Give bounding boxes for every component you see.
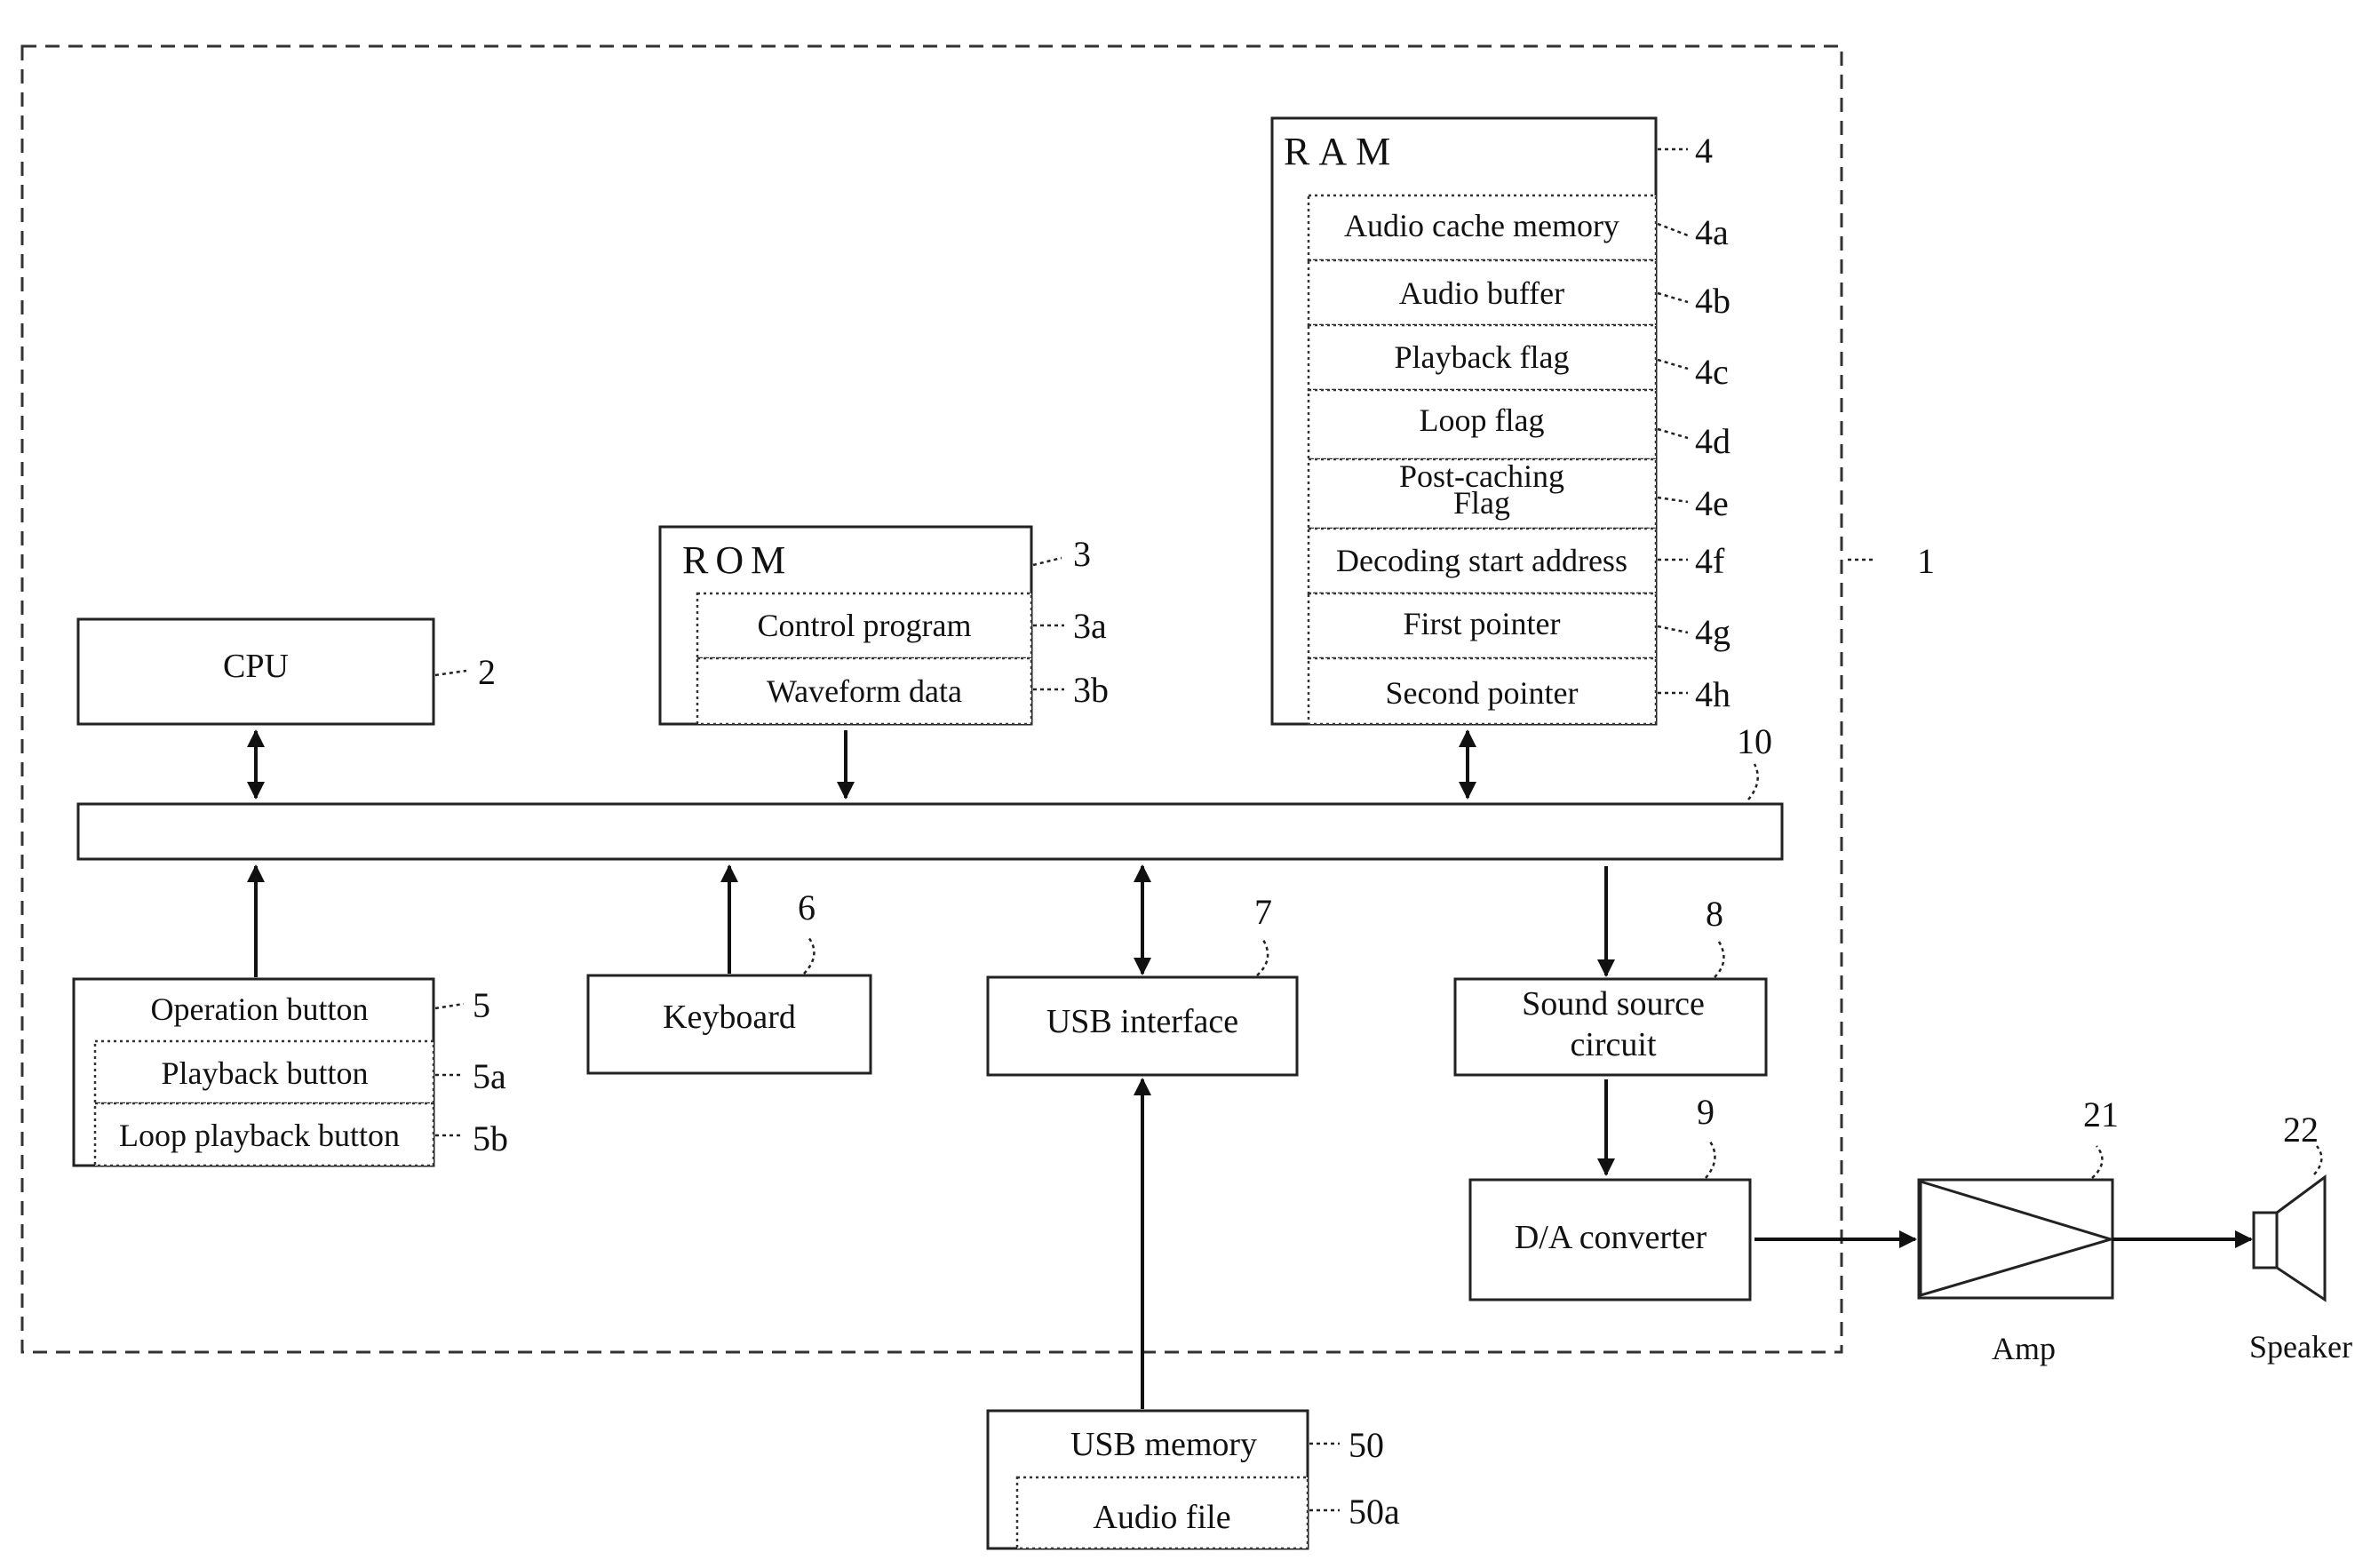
rom-item-ref-3a: 3a	[1073, 606, 1107, 646]
ram-item-ref-4f: 4f	[1695, 541, 1725, 581]
ram-item-decoding-start-address: Decoding start address	[1336, 543, 1627, 578]
usb-interface-ref: 7	[1254, 892, 1272, 932]
sound-source-line1: Sound source	[1522, 985, 1705, 1023]
usb-memory-item-audio-file: Audio file	[1093, 1499, 1230, 1536]
system-bus	[78, 804, 1782, 859]
rom-item-ref-3b: 3b	[1073, 670, 1109, 710]
da-converter-label: D/A converter	[1515, 1219, 1707, 1256]
ram-item-ref-4b: 4b	[1695, 281, 1731, 321]
sound-source-block: Sound source circuit 8	[1455, 894, 1766, 1075]
speaker-icon	[2254, 1177, 2325, 1300]
ram-item-playback-flag: Playback flag	[1395, 339, 1570, 375]
cpu-label: CPU	[223, 648, 289, 685]
cpu-block: CPU 2	[78, 619, 496, 724]
ram-item-ref-4e: 4e	[1695, 483, 1729, 523]
usb-memory-title: USB memory	[1070, 1426, 1257, 1463]
device-ref: 1	[1917, 541, 1935, 581]
ram-ref: 4	[1695, 131, 1713, 171]
keyboard-label: Keyboard	[663, 999, 796, 1036]
rom-item-waveform-data: Waveform data	[767, 673, 962, 709]
operation-item-playback-button: Playback button	[162, 1055, 369, 1091]
ram-item-audio-cache-memory: Audio cache memory	[1344, 208, 1619, 243]
speaker-ref: 22	[2283, 1110, 2319, 1150]
cpu-ref: 2	[478, 652, 496, 692]
sound-source-line2: circuit	[1570, 1026, 1657, 1063]
da-converter-block: D/A converter 9	[1470, 1092, 1750, 1300]
ram-item-first-pointer: First pointer	[1404, 606, 1561, 641]
usb-memory-block: USB memory Audio file 50 50a	[988, 1411, 1400, 1548]
speaker-label: Speaker	[2249, 1329, 2352, 1365]
ram-item-second-pointer: Second pointer	[1386, 675, 1579, 711]
speaker-block: Speaker 22	[2249, 1110, 2352, 1365]
bus-ref: 10	[1737, 721, 1772, 761]
ram-title: RAM	[1284, 130, 1399, 173]
operation-item-loop-playback-button: Loop playback button	[119, 1118, 400, 1153]
ram-item-loop-flag: Loop flag	[1420, 402, 1545, 438]
operation-button-title: Operation button	[151, 991, 369, 1027]
operation-item-ref-5a: 5a	[473, 1056, 506, 1096]
ram-item-ref-4d: 4d	[1695, 421, 1731, 461]
ram-item-ref-4h: 4h	[1695, 674, 1731, 714]
usb-interface-label: USB interface	[1046, 1003, 1238, 1040]
sound-source-ref: 8	[1706, 894, 1723, 934]
bus-leader-line	[1748, 764, 1758, 800]
ram-item-ref-4g: 4g	[1695, 612, 1731, 652]
operation-ref: 5	[473, 985, 490, 1025]
rom-ref: 3	[1073, 534, 1091, 574]
usb-memory-ref: 50	[1349, 1425, 1384, 1465]
amp-ref: 21	[2083, 1094, 2119, 1134]
da-converter-ref: 9	[1697, 1092, 1715, 1132]
amp-block: Amp 21	[1919, 1094, 2119, 1366]
ram-block: RAM 4 Audio cache memory Audio buffer Pl…	[1272, 118, 1731, 724]
usb-memory-item-ref-50a: 50a	[1349, 1492, 1400, 1532]
ram-item-audio-buffer: Audio buffer	[1399, 275, 1564, 311]
rom-item-control-program: Control program	[758, 608, 972, 643]
amp-label: Amp	[1992, 1331, 2056, 1366]
keyboard-ref: 6	[798, 887, 816, 927]
operation-button-block: Operation button Playback button Loop pl…	[74, 979, 508, 1166]
ram-item-ref-4a: 4a	[1695, 212, 1729, 252]
ram-item-ref-4c: 4c	[1695, 352, 1729, 392]
rom-block: ROM Control program Waveform data 3 3a 3…	[660, 527, 1109, 724]
ram-item-post-caching-flag: Flag	[1453, 485, 1510, 521]
operation-item-ref-5b: 5b	[473, 1118, 508, 1158]
rom-title: ROM	[682, 538, 792, 582]
